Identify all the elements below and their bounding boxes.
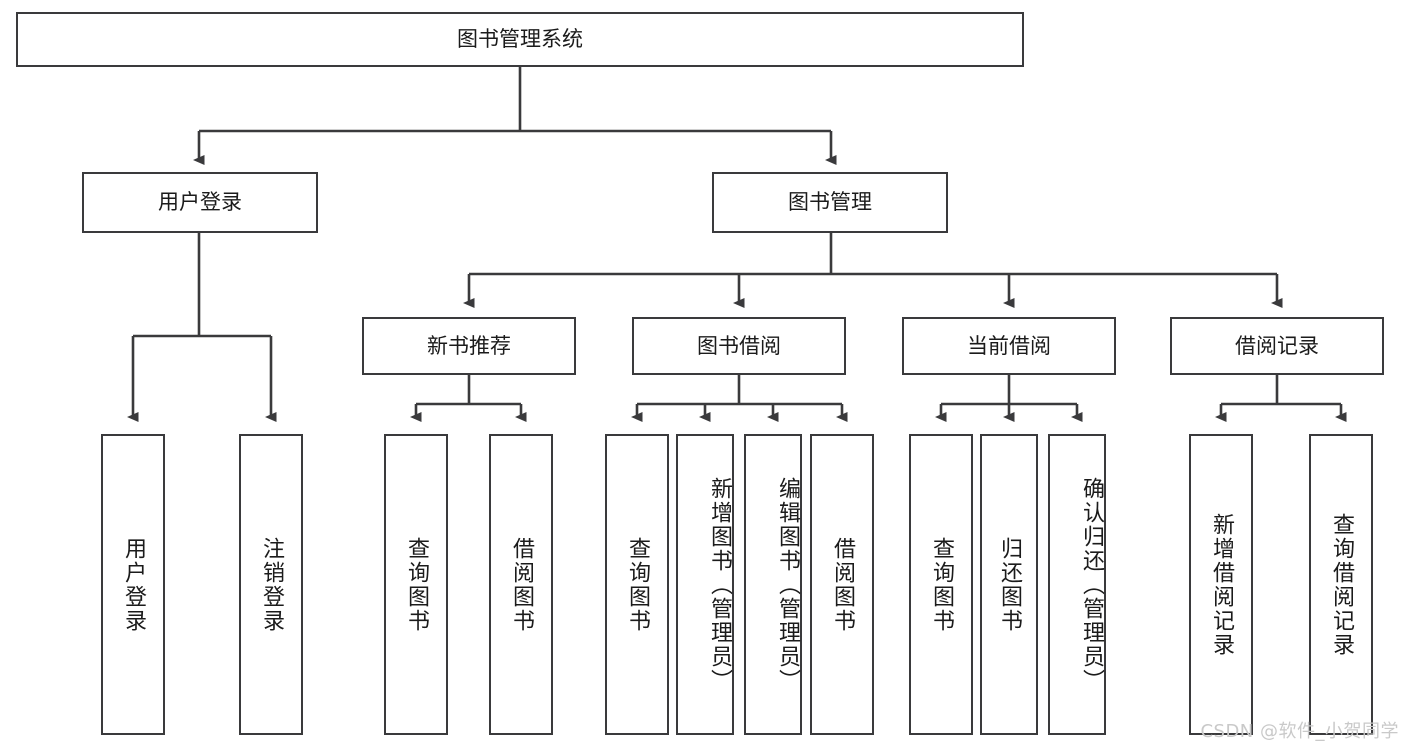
node-label: 当前借阅 <box>967 333 1051 358</box>
leaf-current-borrow-query-book[interactable]: 查询图书 <box>909 434 973 735</box>
leaf-book-borrow-query-book[interactable]: 查询图书 <box>605 434 669 735</box>
node-label: 用户登录 <box>120 536 146 633</box>
leaf-current-borrow-confirm-return-admin[interactable]: 确认归还（管理员） <box>1048 434 1106 735</box>
node-label: 注销登录 <box>258 536 284 633</box>
node-current-borrow[interactable]: 当前借阅 <box>902 317 1116 375</box>
node-label: 图书借阅 <box>697 333 781 358</box>
node-label: 新增图书（管理员） <box>707 476 732 693</box>
leaf-user-login-logout[interactable]: 注销登录 <box>239 434 303 735</box>
node-label: 新增借阅记录 <box>1208 512 1234 657</box>
node-label: 归还图书 <box>996 536 1022 633</box>
leaf-book-borrow-edit-book-admin[interactable]: 编辑图书（管理员） <box>744 434 802 735</box>
node-label: 查询图书 <box>624 536 650 633</box>
node-label: 用户登录 <box>158 190 242 215</box>
leaf-borrow-record-query-record[interactable]: 查询借阅记录 <box>1309 434 1373 735</box>
leaf-borrow-record-add-record[interactable]: 新增借阅记录 <box>1189 434 1253 735</box>
csdn-watermark: CSDN @软件_小贺同学 <box>1200 721 1399 742</box>
node-label: 查询图书 <box>403 536 429 633</box>
node-label: 查询借阅记录 <box>1328 512 1354 657</box>
node-new-book-recommend[interactable]: 新书推荐 <box>362 317 576 375</box>
node-label: 借阅图书 <box>829 536 855 633</box>
leaf-book-borrow-add-book-admin[interactable]: 新增图书（管理员） <box>676 434 734 735</box>
node-label: 编辑图书（管理员） <box>775 476 800 693</box>
node-root-book-management-system[interactable]: 图书管理系统 <box>16 12 1024 67</box>
node-label: 借阅图书 <box>508 536 534 633</box>
leaf-user-login-login[interactable]: 用户登录 <box>101 434 165 735</box>
leaf-new-book-query-book[interactable]: 查询图书 <box>384 434 448 735</box>
node-label: 图书管理 <box>788 190 872 215</box>
node-book-management[interactable]: 图书管理 <box>712 172 948 233</box>
node-user-login[interactable]: 用户登录 <box>82 172 318 233</box>
node-label: 借阅记录 <box>1235 333 1319 358</box>
node-book-borrow[interactable]: 图书借阅 <box>632 317 846 375</box>
leaf-book-borrow-borrow-book[interactable]: 借阅图书 <box>810 434 874 735</box>
leaf-new-book-borrow-book[interactable]: 借阅图书 <box>489 434 553 735</box>
node-label: 图书管理系统 <box>457 27 583 52</box>
node-label: 查询图书 <box>928 536 954 633</box>
node-label: 新书推荐 <box>427 333 511 358</box>
node-label: 确认归还（管理员） <box>1079 476 1104 693</box>
node-borrow-record[interactable]: 借阅记录 <box>1170 317 1384 375</box>
leaf-current-borrow-return-book[interactable]: 归还图书 <box>980 434 1038 735</box>
